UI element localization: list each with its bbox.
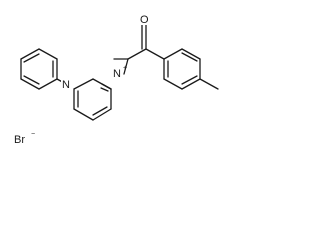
bond: [38, 48, 58, 60]
bond: [92, 108, 112, 121]
bond: [181, 48, 201, 60]
negative-charge-label: −: [31, 131, 35, 138]
bond: [38, 78, 58, 90]
bond: [23, 53, 40, 63]
pyridinium-nitrogen-label: N: [113, 68, 121, 80]
bond: [92, 106, 108, 116]
oxygen-atom-label: O: [140, 14, 149, 26]
tolyl-ring: [163, 48, 201, 90]
methyl-bond: [199, 78, 219, 90]
positive-charge-label: +: [123, 65, 127, 72]
bond: [163, 48, 183, 60]
bond: [127, 48, 147, 60]
bond: [20, 48, 40, 60]
bond: [92, 78, 112, 90]
biaryl-bond: [73, 78, 94, 90]
bond: [181, 75, 198, 85]
pyridine-nitrogen-label: N: [62, 79, 70, 91]
pyridinium-ring: [73, 78, 112, 121]
bond: [163, 78, 183, 90]
pyridine-ring: [20, 48, 58, 90]
methylene-bond: [123, 58, 129, 75]
chemical-structure: O N N + Br −: [14, 13, 219, 146]
bond: [20, 78, 40, 90]
bond: [145, 48, 165, 60]
bond: [181, 52, 198, 62]
bromide-ion-label: Br: [14, 134, 25, 146]
bond: [73, 108, 94, 121]
bond: [100, 87, 109, 92]
bond: [181, 78, 201, 90]
bond: [23, 75, 40, 85]
